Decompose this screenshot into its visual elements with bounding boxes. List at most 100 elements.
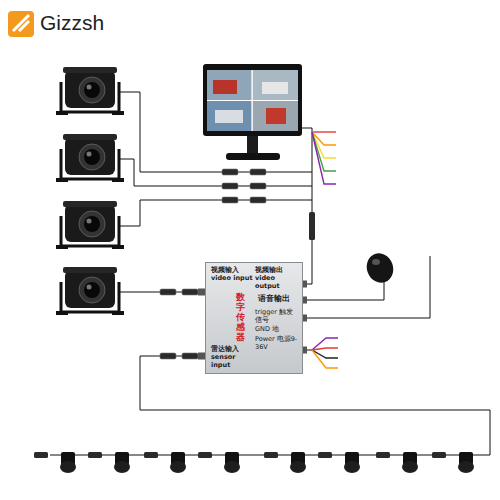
bracket-foot xyxy=(112,245,124,249)
monitor xyxy=(203,64,302,160)
screen-divider xyxy=(207,70,298,131)
sensor-head xyxy=(60,461,76,473)
parking-sensor xyxy=(264,452,306,473)
truck-picture xyxy=(266,108,286,124)
cable-connector xyxy=(250,183,266,189)
camera-cable xyxy=(119,200,312,226)
buzzer-highlight xyxy=(372,259,380,265)
screen-view xyxy=(207,70,252,100)
panel-label: trigger 触发信号 xyxy=(255,309,299,325)
sensor-head xyxy=(290,461,306,473)
parking-sensor xyxy=(432,452,474,473)
parking-sensor xyxy=(34,452,76,473)
panel-label: 视频输出 video output xyxy=(255,267,299,290)
cable-connector xyxy=(182,353,198,359)
camera xyxy=(56,201,124,249)
cable-connector xyxy=(432,452,446,458)
bracket-foot xyxy=(56,111,68,115)
camera-visor xyxy=(63,267,117,273)
camera xyxy=(56,267,124,315)
sensor-head xyxy=(114,461,130,473)
cable-connector xyxy=(376,452,390,458)
camera-body xyxy=(65,270,115,308)
bracket-foot xyxy=(56,311,68,315)
camera-visor xyxy=(63,134,117,140)
camera-lens xyxy=(79,211,105,237)
camera-body xyxy=(65,204,115,242)
parking-sensor xyxy=(198,452,240,473)
lens-highlight xyxy=(87,152,92,157)
cable-connector xyxy=(198,452,212,458)
camera xyxy=(56,134,124,182)
cable-connector xyxy=(88,452,102,458)
camera-cable xyxy=(119,159,312,186)
power-wires xyxy=(312,338,338,368)
bracket-foot xyxy=(112,311,124,315)
screen-view xyxy=(253,101,298,131)
cable-connector xyxy=(144,452,158,458)
monitor-screen xyxy=(207,70,298,131)
camera-lens xyxy=(84,82,100,98)
cable-connector xyxy=(264,452,278,458)
cable-connector xyxy=(222,183,238,189)
wire xyxy=(312,132,336,184)
lens-highlight xyxy=(87,85,92,90)
truck-picture xyxy=(215,110,243,123)
truck-picture xyxy=(262,82,288,94)
panel-label: 数字传感器 xyxy=(236,293,245,342)
camera xyxy=(56,67,124,115)
cable-connector xyxy=(160,353,176,359)
wire xyxy=(312,338,338,350)
logo-icon xyxy=(8,11,34,37)
buzzer xyxy=(363,249,398,286)
camera-body xyxy=(65,137,115,175)
camera-cable xyxy=(119,92,312,172)
cable-connector xyxy=(318,452,332,458)
parking-sensor xyxy=(318,452,360,473)
monitor-cable xyxy=(298,128,312,284)
bracket-foot xyxy=(112,178,124,182)
wiring xyxy=(50,92,490,455)
camera-visor xyxy=(63,67,117,73)
screen-view xyxy=(207,101,252,131)
camera-lens xyxy=(84,149,100,165)
panel-label: GND 地 xyxy=(255,326,279,334)
cable-connector xyxy=(34,452,48,458)
truck-picture xyxy=(213,80,237,94)
wire xyxy=(312,131,336,132)
camera-lens xyxy=(79,77,105,103)
panel-label: 视频输入 video input xyxy=(211,267,253,283)
cable-connector xyxy=(222,169,238,175)
cable-connector xyxy=(309,212,315,240)
controller-box: 视频输入 video input视频输出 video output 语音输出 数字传… xyxy=(205,262,303,374)
screen-view xyxy=(253,70,298,100)
cable-connector xyxy=(250,197,266,203)
panel-label: 雷达输入 sensor input xyxy=(211,346,253,369)
wire xyxy=(312,132,336,171)
lens-highlight xyxy=(87,285,92,290)
camera-visor xyxy=(63,201,117,207)
buzzer-dome xyxy=(363,249,398,286)
wire xyxy=(312,348,338,350)
logo-square xyxy=(8,11,34,37)
parking-sensor xyxy=(88,452,130,473)
cable-connector xyxy=(250,169,266,175)
parking-sensor xyxy=(376,452,418,473)
sensor-head xyxy=(458,461,474,473)
monitor-neck xyxy=(247,134,258,154)
bracket-foot xyxy=(112,111,124,115)
monitor-wires xyxy=(312,132,336,184)
panel-label: Power 电源9-36V xyxy=(255,336,299,352)
panel-label: 语音输出 xyxy=(258,294,290,303)
logo-stripes xyxy=(13,15,29,31)
camera-lens xyxy=(84,216,100,232)
monitor-frame xyxy=(203,64,302,136)
bracket-foot xyxy=(56,245,68,249)
cable-connector xyxy=(182,289,198,295)
bracket-foot xyxy=(56,178,68,182)
cable-connector xyxy=(160,289,176,295)
camera-lens xyxy=(84,282,100,298)
lens-highlight xyxy=(87,219,92,224)
